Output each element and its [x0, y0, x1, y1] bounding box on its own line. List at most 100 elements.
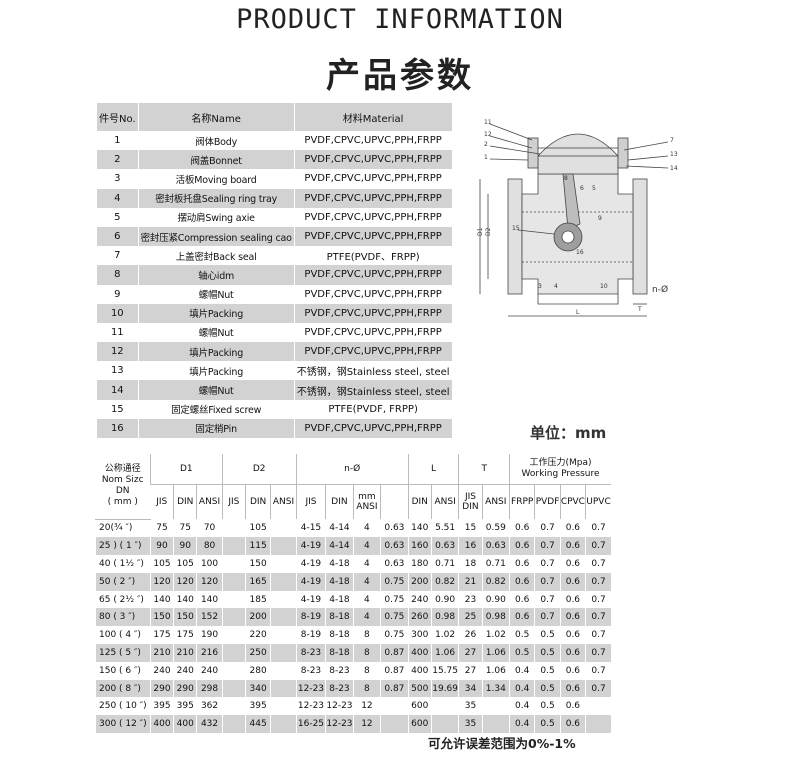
- dims-cell: 0.75: [380, 590, 409, 609]
- dims-cell: 362: [196, 697, 223, 716]
- dims-cell: 600: [407, 715, 432, 734]
- part-material: PVDF,CPVC,UPVC,PPH,FRPP: [294, 418, 453, 438]
- dims-cell: 0.71: [481, 555, 510, 573]
- dims-cell: 0.7: [585, 608, 611, 627]
- nominal-size-cell: 300 ( 12 ″): [95, 715, 151, 734]
- dims-cell: [270, 697, 297, 716]
- dims-cell: [481, 697, 510, 716]
- dims-cell: 12: [352, 697, 381, 716]
- part-name: 活板Moving board: [138, 169, 295, 189]
- nominal-size-cell: 40 ( 1½ ″): [95, 555, 151, 573]
- dims-subheader-cell: FRPP: [509, 484, 535, 519]
- dims-cell: 105: [244, 519, 271, 538]
- part-number: 11: [97, 322, 139, 343]
- dims-cell: 8: [352, 679, 381, 698]
- dims-cell: 105: [173, 555, 197, 573]
- dims-cell: 12-23: [295, 679, 326, 698]
- diagram-label-1: 1: [484, 154, 488, 161]
- diagram-label-d1: D1: [477, 227, 484, 236]
- header-working-pressure: 工作压力(Mpa) Working Pressure: [509, 454, 611, 485]
- part-material: PVDF,CPVC,UPVC,PPH,FRPP: [294, 226, 453, 247]
- dims-cell: 200: [407, 572, 432, 591]
- dims-cell: 115: [244, 537, 271, 556]
- dims-cell: [481, 715, 510, 734]
- dims-cell: 0.5: [534, 626, 561, 645]
- dims-cell: 120: [173, 572, 197, 591]
- dims-cell: 120: [149, 572, 174, 591]
- dims-cell: [221, 644, 246, 662]
- part-name: 固定梢Pin: [138, 418, 295, 438]
- dims-cell: 175: [173, 626, 197, 645]
- dims-cell: 4-14: [325, 519, 354, 538]
- part-material: PVDF,CPVC,UPVC,PPH,FRPP: [294, 303, 453, 323]
- dims-cell: 210: [149, 644, 174, 662]
- dims-cell: [270, 715, 297, 734]
- dims-cell: 0.6: [559, 697, 586, 716]
- dims-cell: 0.75: [380, 572, 409, 591]
- part-name: 上盖密封Back seal: [138, 246, 295, 266]
- part-number: 8: [97, 265, 139, 285]
- diagram-label-2: 2: [484, 141, 488, 148]
- dims-cell: [270, 537, 297, 556]
- part-number: 14: [97, 380, 139, 400]
- part-material: PVDF,CPVC,UPVC,PPH,FRPP: [294, 322, 453, 343]
- dims-cell: 4-18: [325, 590, 354, 609]
- dims-cell: 0.6: [559, 608, 586, 627]
- dims-cell: 4-14: [325, 537, 354, 556]
- diagram-label-13: 13: [670, 151, 678, 158]
- dims-cell: 395: [149, 697, 174, 716]
- nominal-size-cell: 65 ( 2½ ″): [95, 590, 151, 609]
- dims-cell: 0.6: [559, 626, 586, 645]
- dims-cell: 8: [352, 644, 381, 662]
- nominal-size-cell: 100 ( 4 ″): [95, 626, 151, 645]
- dims-cell: 240: [173, 661, 197, 680]
- dims-cell: 140: [196, 590, 223, 609]
- dims-cell: 0.6: [559, 644, 586, 662]
- dims-cell: [270, 626, 297, 645]
- dims-cell: 240: [149, 661, 174, 680]
- diagram-label-6: 6: [580, 185, 584, 192]
- dims-cell: 600: [407, 697, 432, 716]
- part-material: 不锈钢，钢Stainless steel, steel: [294, 361, 453, 381]
- dims-cell: 0.71: [430, 555, 459, 573]
- dims-cell: 150: [244, 555, 271, 573]
- dims-cell: 0.6: [509, 537, 535, 556]
- part-material: 不锈钢，钢Stainless steel, steel: [294, 380, 453, 400]
- dims-cell: 0.7: [585, 537, 611, 556]
- dims-cell: [270, 644, 297, 662]
- dims-cell: [221, 590, 246, 609]
- nominal-size-cell: 200 ( 8 ″): [95, 679, 151, 698]
- dims-cell: 152: [196, 608, 223, 627]
- dims-cell: 298: [196, 679, 223, 698]
- diagram-label-n-o: n-Ø: [652, 284, 668, 295]
- part-number: 3: [97, 169, 139, 189]
- dims-cell: 4: [352, 519, 381, 538]
- dims-cell: 400: [407, 644, 432, 662]
- title-english: PRODUCT INFORMATION: [236, 4, 564, 35]
- dims-subheader-cell: JIS DIN: [458, 484, 483, 519]
- dims-cell: [221, 661, 246, 680]
- dims-subheader-cell: mm ANSI: [352, 484, 381, 519]
- dims-cell: 216: [196, 644, 223, 662]
- dims-cell: 0.4: [509, 661, 535, 680]
- dims-cell: 395: [244, 697, 271, 716]
- dims-cell: 240: [196, 661, 223, 680]
- part-name: 阀体Body: [138, 131, 295, 151]
- diagram-label-8: 8: [564, 175, 568, 182]
- dims-cell: 500: [407, 679, 432, 698]
- part-name: 密封压紧Compression sealing cao: [138, 226, 295, 247]
- dims-cell: 0.5: [534, 679, 561, 698]
- dims-cell: 4-19: [295, 537, 326, 556]
- dims-cell: 0.6: [559, 715, 586, 734]
- dims-cell: 0.63: [481, 537, 510, 556]
- dims-cell: 23: [458, 590, 483, 609]
